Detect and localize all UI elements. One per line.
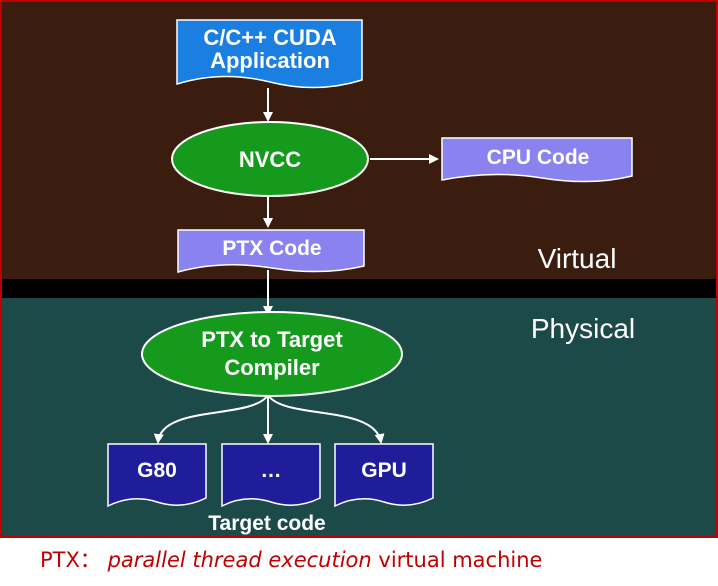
physical-label: Physical xyxy=(531,313,635,344)
target-dots-label: … xyxy=(261,459,282,482)
nvcc-label: NVCC xyxy=(239,147,301,172)
caption-prefix: PTX： xyxy=(40,548,101,572)
virtual-label: Virtual xyxy=(538,243,617,274)
compilation-flow-diagram: C/C++ CUDA Application NVCC CPU Code PTX… xyxy=(107,19,635,535)
target-g80-box: G80 xyxy=(107,443,207,508)
caption-suffix: virtual machine xyxy=(378,548,543,572)
app-label-line1: C/C++ CUDA xyxy=(203,25,336,50)
target-dots-box: … xyxy=(221,443,321,508)
compiler-label-line2: Compiler xyxy=(224,355,320,380)
app-label-line2: Application xyxy=(210,48,330,73)
cpu-code-label: CPU Code xyxy=(487,146,590,169)
cuda-application-box: C/C++ CUDA Application xyxy=(176,19,363,89)
ptx-to-target-compiler-node: PTX to Target Compiler xyxy=(141,311,403,397)
diagram-slide: C/C++ CUDA Application NVCC CPU Code PTX… xyxy=(0,0,718,538)
ptx-caption: PTX： parallel thread execution virtual m… xyxy=(40,544,542,574)
nvcc-node: NVCC xyxy=(171,121,369,197)
caption-italic: parallel thread execution xyxy=(107,548,372,572)
target-gpu-box: GPU xyxy=(334,443,434,508)
compiler-label-line1: PTX to Target xyxy=(201,327,343,352)
target-g80-label: G80 xyxy=(137,459,177,482)
ptx-code-label: PTX Code xyxy=(222,237,321,260)
arrow-compiler-to-gpu xyxy=(267,394,385,444)
cpu-code-box: CPU Code xyxy=(441,137,633,183)
ptx-code-box: PTX Code xyxy=(177,229,365,273)
target-gpu-label: GPU xyxy=(361,459,407,482)
target-code-label: Target code xyxy=(208,512,325,535)
arrow-compiler-to-g80 xyxy=(153,394,269,444)
